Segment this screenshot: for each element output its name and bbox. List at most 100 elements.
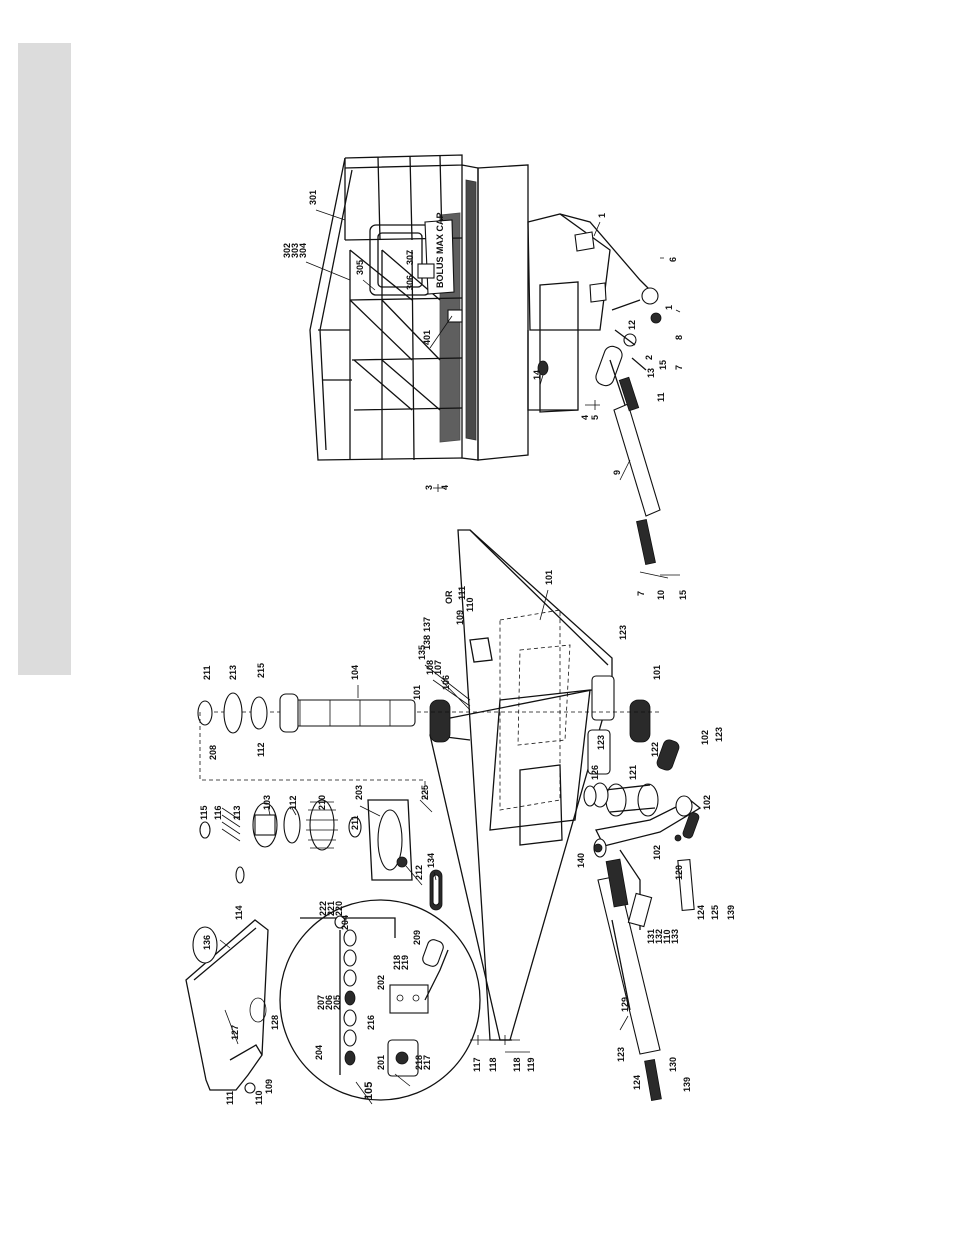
callout-116: 116	[213, 805, 223, 820]
callout-111b: 111	[225, 1091, 235, 1105]
callout-204b: 204	[314, 1045, 324, 1060]
callout-124a: 124	[696, 905, 706, 920]
callout-225: 225	[420, 785, 430, 800]
callout-109b: 109	[264, 1079, 274, 1094]
callout-131: 131	[646, 929, 656, 944]
callout-4a: 4	[580, 415, 590, 420]
callout-135: 135	[417, 645, 427, 660]
leader-lines	[224, 209, 631, 1105]
callout-302: 302	[282, 243, 292, 258]
callout-301: 301	[308, 190, 318, 205]
callout-6: 6	[668, 257, 678, 262]
callout-305: 305	[355, 260, 365, 275]
callout-15b: 15	[678, 590, 688, 600]
callout-112b: 112	[288, 795, 298, 810]
callout-123d: 123	[616, 1047, 626, 1062]
callout-11: 11	[656, 392, 666, 402]
callout-12: 12	[627, 320, 637, 330]
callout-102a: 102	[700, 730, 710, 745]
callout-117: 117	[472, 1057, 482, 1072]
callout-211b: 211	[350, 815, 360, 830]
callout-306: 306	[405, 275, 415, 290]
callout-104: 104	[350, 665, 360, 680]
callout-209: 209	[412, 930, 422, 945]
detail-105	[279, 899, 481, 1101]
callout-124b: 124	[632, 1075, 642, 1090]
callout-218a: 218	[392, 955, 402, 970]
callout-216: 216	[366, 1015, 376, 1030]
callout-206: 206	[324, 995, 334, 1010]
callout-4b: 4	[440, 485, 450, 490]
callout-213: 213	[228, 665, 238, 680]
callout-101c: 101	[412, 685, 422, 700]
callout-212: 212	[414, 865, 424, 880]
callout-211a: 211	[202, 665, 212, 680]
callout-7b: 7	[636, 591, 646, 596]
callout-110a: 110	[465, 597, 475, 612]
cover-127	[185, 919, 269, 1094]
callout-113: 113	[232, 805, 242, 820]
callout-207: 207	[316, 995, 326, 1010]
callout-3: 3	[424, 485, 434, 490]
callout-114: 114	[234, 905, 244, 920]
callout-215: 215	[256, 663, 266, 678]
callout-10: 10	[656, 590, 666, 600]
callout-2: 2	[644, 355, 654, 360]
callout-220: 220	[334, 901, 344, 916]
callout-401: 401	[422, 330, 432, 345]
callout-1b: 1	[664, 305, 674, 310]
boom-assembly	[197, 529, 702, 1102]
callout-109a: 109	[455, 610, 465, 625]
callout-137: 137	[422, 617, 432, 632]
callout-208: 208	[208, 745, 218, 760]
callout-222: 222	[318, 901, 328, 916]
callout-120: 120	[674, 865, 684, 880]
callout-118b: 118	[512, 1057, 522, 1072]
callout-115: 115	[199, 805, 209, 820]
callout-110c: 110	[254, 1090, 264, 1105]
callout-122: 122	[650, 742, 660, 757]
callout-221: 221	[326, 901, 336, 916]
bolus-max-cap-sign: BOLUS MAX CAP	[435, 212, 445, 288]
callout-139a: 139	[726, 905, 736, 920]
callout-123a: 123	[618, 625, 628, 640]
callout-203: 203	[354, 785, 364, 800]
callout-13: 13	[646, 368, 656, 378]
callout-307: 307	[405, 250, 415, 265]
page-side-tab	[18, 43, 71, 675]
callout-134: 134	[426, 853, 436, 868]
callout-107: 107	[433, 660, 443, 675]
callout-101a: 101	[544, 570, 554, 585]
callout-140: 140	[576, 853, 586, 868]
callout-204a: 204	[340, 915, 350, 930]
callout-128: 128	[270, 1015, 280, 1030]
callout-303: 303	[290, 243, 300, 258]
callout-133: 133	[670, 929, 680, 944]
callout-102c: 102	[652, 845, 662, 860]
callout-106: 106	[441, 675, 451, 690]
callout-112a: 112	[256, 742, 266, 757]
callout-labels: 301 302 303 304 305 306 307 401 1 1 6 12…	[199, 190, 736, 1105]
callout-130: 130	[668, 1057, 678, 1072]
callout-105: 105	[363, 1082, 375, 1100]
callout-103: 103	[262, 795, 272, 810]
callout-7a: 7	[674, 365, 684, 370]
callout-202: 202	[376, 975, 386, 990]
callout-119: 119	[526, 1057, 536, 1072]
callout-1: 1	[597, 213, 607, 218]
callout-127: 127	[230, 1025, 240, 1040]
callout-218b: 218	[414, 1055, 424, 1070]
callout-121: 121	[628, 765, 638, 780]
callout-9: 9	[612, 470, 622, 475]
callout-101b: 101	[652, 665, 662, 680]
callout-132: 132	[654, 929, 664, 944]
callout-111a: 111	[457, 586, 467, 600]
callout-201: 201	[376, 1055, 386, 1070]
callout-205: 205	[332, 995, 342, 1010]
callout-126: 126	[590, 765, 600, 780]
callout-123c: 123	[714, 727, 724, 742]
callout-125: 125	[710, 905, 720, 920]
platform-basket: BOLUS MAX CAP	[309, 154, 681, 579]
callout-118a: 118	[488, 1057, 498, 1072]
